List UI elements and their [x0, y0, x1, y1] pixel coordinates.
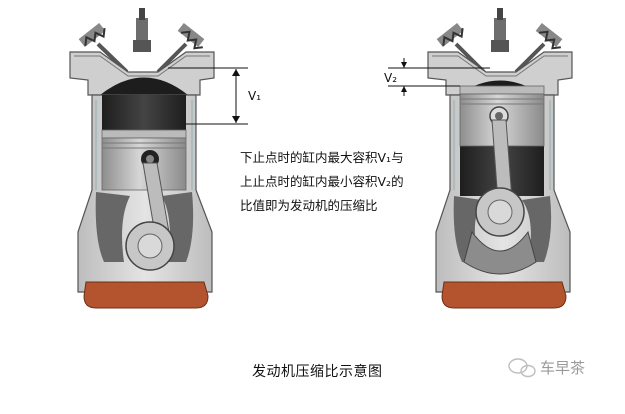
piston-left [101, 129, 187, 191]
connecting-rod-left [125, 162, 175, 271]
combustion-dome-left [100, 77, 188, 95]
engine-left-bdc [69, 8, 248, 309]
spark-plug-left [133, 8, 151, 52]
connecting-rod-right [463, 119, 537, 275]
wechat-icon [508, 358, 536, 378]
diagram-caption: 发动机压缩比示意图 [252, 364, 383, 380]
description-line-2: 上止点时的缸内最小容积V₂的 [240, 174, 404, 189]
description-line-3: 比值即为发动机的压缩比 [240, 198, 378, 213]
v1-label: V₁ [248, 89, 262, 103]
spark-plug-right [491, 8, 509, 52]
watermark-text: 车早茶 [540, 359, 586, 377]
v2-label: V₂ [384, 71, 398, 85]
cylinder-head-left [69, 51, 215, 96]
oil-pan-right [441, 281, 567, 309]
valve-spring-right-exhaust [514, 23, 563, 74]
engine-right-tdc [388, 8, 573, 309]
oil-pan-left [83, 281, 209, 309]
cylinder-head-right [427, 51, 573, 96]
valve-spring-left-exhaust [156, 23, 205, 74]
description-line-1: 下止点时的缸内最大容积V₁与 [240, 150, 404, 165]
v2-dimension [388, 58, 490, 96]
v1-dimension [168, 67, 248, 125]
cylinder-bore-left [102, 95, 186, 132]
